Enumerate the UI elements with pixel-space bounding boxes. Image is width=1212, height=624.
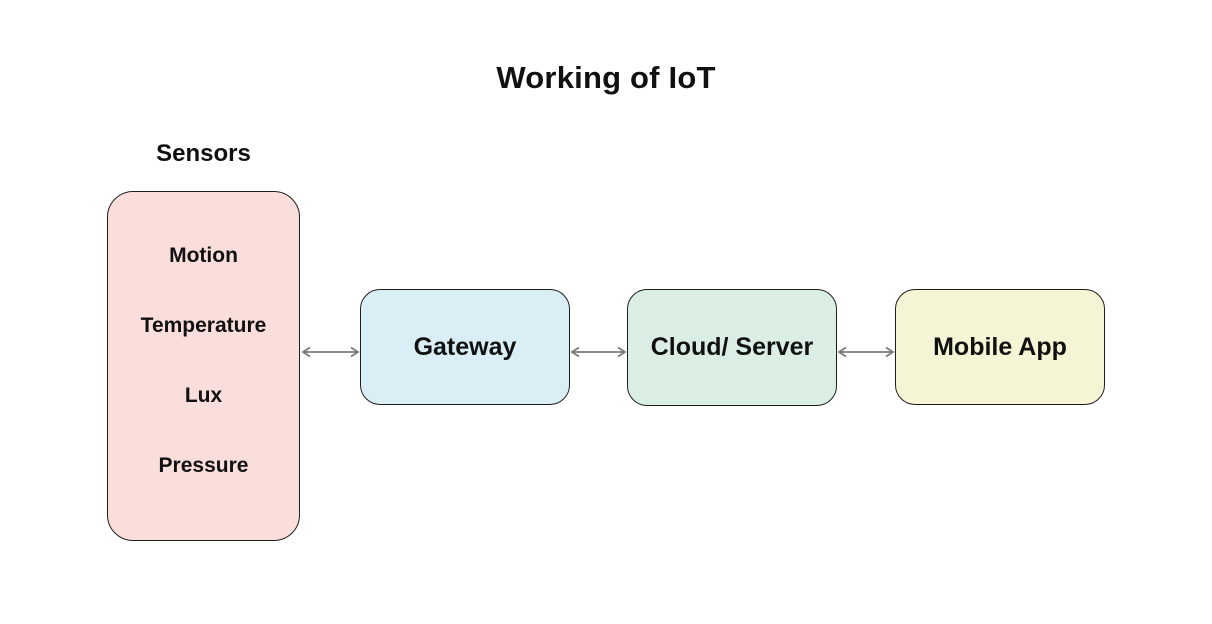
- gateway-label: Gateway: [413, 332, 517, 361]
- arrow-gateway-cloud: [570, 344, 627, 360]
- double-arrow-icon: [837, 346, 895, 358]
- diagram-title: Working of IoT: [496, 60, 716, 95]
- gateway-node: Gateway: [360, 289, 570, 405]
- mobile-app-node: Mobile App: [895, 289, 1105, 405]
- sensor-item-temperature: Temperature: [140, 314, 267, 337]
- sensor-item-lux: Lux: [184, 384, 223, 407]
- cloud-server-node: Cloud/ Server: [627, 289, 837, 406]
- sensor-item-pressure: Pressure: [158, 454, 249, 477]
- arrow-sensors-gateway: [301, 344, 360, 360]
- sensor-item-motion: Motion: [169, 244, 238, 267]
- sensors-box: Motion Temperature Lux Pressure: [107, 191, 300, 541]
- arrow-cloud-mobile: [837, 344, 895, 360]
- cloud-server-label: Cloud/ Server: [650, 333, 814, 361]
- double-arrow-icon: [301, 346, 360, 358]
- sensors-group-label: Sensors: [156, 140, 251, 167]
- mobile-app-label: Mobile App: [933, 332, 1067, 361]
- double-arrow-icon: [570, 346, 627, 358]
